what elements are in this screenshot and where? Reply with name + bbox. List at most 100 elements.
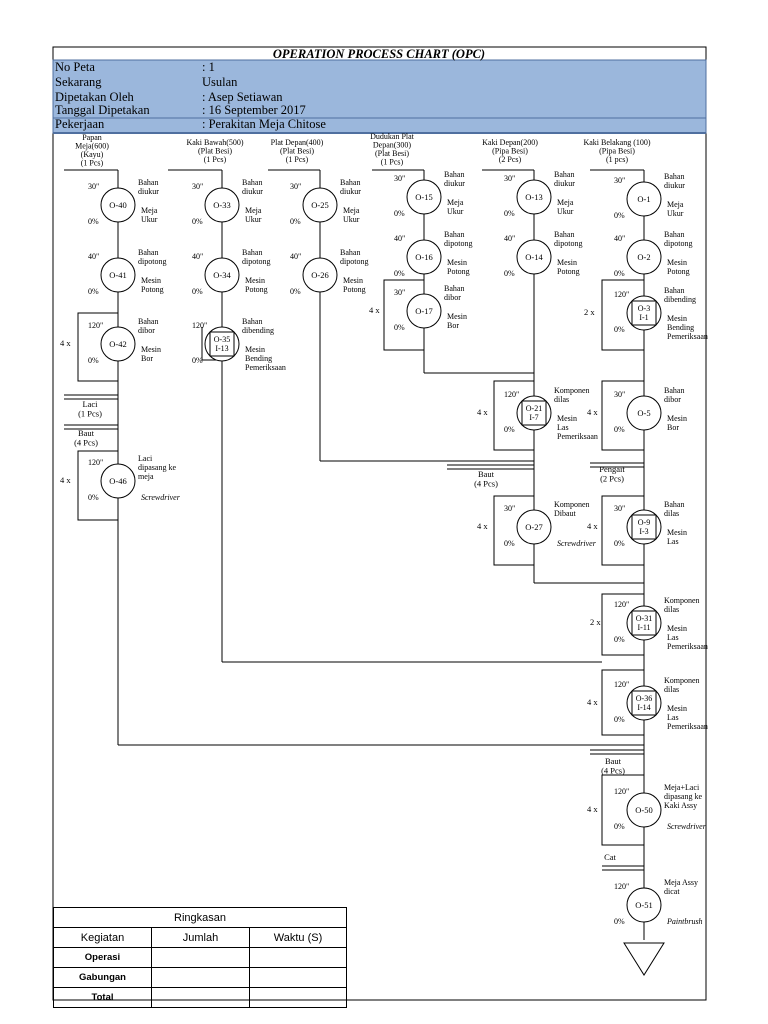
repetition-label: 4 x [60, 475, 71, 485]
operation-tool: Potong [343, 285, 366, 294]
operation-tool: Ukur [667, 209, 684, 218]
repetition-label: 4 x [60, 338, 71, 348]
operation-tool: Mesin [447, 258, 467, 267]
operation-tool: Las [667, 537, 679, 546]
operation-description: Bahan [340, 178, 360, 187]
operation-code: O-3 [638, 304, 650, 313]
operation-description: dibending [242, 326, 274, 335]
operation-description: Bahan [340, 248, 360, 257]
material-label: Dudukan Plat [370, 132, 415, 141]
operation-tool: Bor [667, 423, 679, 432]
operation-percent: 0% [290, 287, 301, 296]
operation-tool: Screwdriver [667, 822, 707, 831]
operation-symbol [100, 326, 136, 362]
inspection-symbol [631, 514, 657, 540]
operation-o36: O-36I-14120"0%KomponendilasMesinLasPemer… [587, 676, 708, 731]
operation-symbol [626, 605, 662, 641]
operation-time: 40" [614, 234, 625, 243]
operation-description: Bahan [554, 230, 574, 239]
repetition-label: 4 x [587, 804, 598, 814]
inspection-symbol [631, 610, 657, 636]
operation-time: 40" [504, 234, 515, 243]
operation-symbol [406, 239, 442, 275]
operation-tool: Mesin [141, 276, 161, 285]
operation-description: dipotong [242, 257, 270, 266]
summary-header-kegiatan: Kegiatan [53, 927, 152, 948]
operation-description: Bahan [664, 230, 684, 239]
operation-tool: Potong [667, 267, 690, 276]
operation-description: Bahan [664, 286, 684, 295]
operation-code: O-27 [525, 522, 542, 532]
operation-time: 30" [614, 176, 625, 185]
operation-percent: 0% [614, 269, 625, 278]
operation-description: Kaki Assy [664, 801, 697, 810]
operation-time: 30" [614, 390, 625, 399]
operation-description: dipotong [340, 257, 368, 266]
operation-code: O-42 [109, 339, 126, 349]
operation-time: 120" [88, 458, 103, 467]
operation-percent: 0% [504, 425, 515, 434]
header-row-value: : 16 September 2017 [202, 103, 306, 117]
operation-percent: 0% [394, 323, 405, 332]
operation-percent: 0% [614, 822, 625, 831]
operation-code: O-26 [311, 270, 328, 280]
operation-tool: Mesin [245, 276, 265, 285]
operation-symbol [626, 887, 662, 923]
operation-time: 120" [88, 321, 103, 330]
operation-description: dibending [664, 295, 696, 304]
operation-tool: Meja [141, 206, 158, 215]
operation-tool: Ukur [343, 215, 360, 224]
repetition-label: 4 x [369, 305, 380, 315]
operation-tool: Ukur [141, 215, 158, 224]
inspection-symbol [521, 400, 547, 426]
material-label: (1 Pcs) [381, 158, 404, 167]
input-material-label: Baut [78, 428, 95, 438]
summary-header-waktu: Waktu (S) [249, 927, 347, 948]
repetition-label: 4 x [477, 521, 488, 531]
operation-o21: O-21I-7120"0%KomponendilasMesinLasPemeri… [477, 386, 598, 441]
operation-code: O-50 [635, 805, 652, 815]
operation-time: 30" [394, 288, 405, 297]
operation-description: Meja Assy [664, 878, 698, 887]
operation-percent: 0% [192, 217, 203, 226]
operation-description: Komponen [664, 596, 700, 605]
repetition-label: 4 x [587, 521, 598, 531]
inspection-code: I-11 [637, 623, 650, 632]
operation-tool: Pemeriksaan [667, 722, 708, 731]
input-material-label: (1 Pcs) [78, 409, 102, 419]
input-material-label: Baut [605, 756, 622, 766]
material-label: Kaki Belakang (100) [583, 138, 650, 147]
operation-description: dipotong [444, 239, 472, 248]
material-label: (2 Pcs) [499, 155, 522, 164]
operation-tool: Mesin [557, 414, 577, 423]
operation-symbol [204, 187, 240, 223]
operation-description: diukur [664, 181, 685, 190]
operation-percent: 0% [504, 539, 515, 548]
operation-description: Komponen [664, 676, 700, 685]
operation-symbol [204, 326, 240, 362]
inspection-symbol [631, 300, 657, 326]
header-row-label: Pekerjaan [55, 117, 105, 131]
operation-symbol [626, 239, 662, 275]
operation-tool: Pemeriksaan [667, 642, 708, 651]
operation-description: dipotong [138, 257, 166, 266]
operation-code: O-51 [635, 900, 652, 910]
operation-description: Bahan [138, 248, 158, 257]
operation-tool: Mesin [343, 276, 363, 285]
operation-description: Bahan [554, 170, 574, 179]
operation-description: dibor [664, 395, 681, 404]
operation-tool: Pemeriksaan [667, 332, 708, 341]
input-material-label: Baut [478, 469, 495, 479]
operation-percent: 0% [614, 425, 625, 434]
inspection-symbol [209, 331, 235, 357]
operation-percent: 0% [614, 539, 625, 548]
operation-tool: Potong [447, 267, 470, 276]
material-label: Kaki Bawah(500) [186, 138, 243, 147]
repetition-label: 2 x [584, 307, 595, 317]
header-block: OPERATION PROCESS CHART (OPC) No Peta: 1… [52, 46, 707, 134]
